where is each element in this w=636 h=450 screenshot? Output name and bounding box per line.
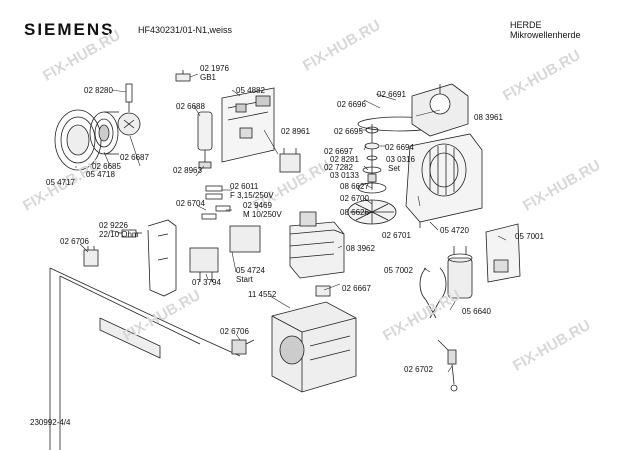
part-label: 02 8280 [84,86,113,95]
model-number: HF430231/01-N1,weiss [138,25,233,35]
blower-fan [405,133,483,228]
part-label: 02 6702 [404,365,433,374]
motor-shaft-stack [357,124,387,194]
part-label: 05 6640 [462,307,491,316]
part-label: 02 6706 [60,237,89,246]
part-label: 02 6701 [382,231,411,240]
part-label: 08 3962 [346,244,375,253]
part-label: 02 6691 [377,90,406,99]
part-label: 03 0133 [330,171,359,180]
connector [83,246,99,267]
hv-diode [437,339,458,392]
part-label: M 10/250V [243,210,282,219]
part-label: 02 9226 [99,221,128,230]
part-label: 11 4552 [248,290,277,299]
part-label: 05 4720 [440,226,469,235]
relay [279,148,301,173]
part-label: 02 6685 [92,162,121,171]
microswitch-bracket [485,223,521,283]
part-label: 08 6627 [340,182,369,191]
lamp-glass-cover [54,109,102,171]
part-label: 08 6626 [340,208,369,217]
capacitor [197,111,213,169]
part-label: 02 6694 [385,143,414,152]
part-label: 02 9469 [243,201,272,210]
magnetron [289,211,345,279]
part-label: Start [236,275,253,284]
part-label: 05 4718 [86,170,115,179]
part-label: 02 6696 [337,100,366,109]
part-label: 05 7001 [515,232,544,241]
part-label: 03 0316 [386,155,415,164]
transformer [271,301,357,393]
lamp-socket [117,83,141,136]
fuse-m10 [201,205,231,220]
part-label: 02 6706 [220,327,249,336]
leader-lines [75,73,507,373]
category-subtitle: Mikrowellenherde [510,30,581,40]
part-label: Set [388,164,401,173]
part-label: 02 6667 [342,284,371,293]
part-label: 02 1976 [200,64,229,73]
category-title: HERDE [510,20,542,30]
part-label: 02 6704 [176,199,205,208]
capacitor-clip [419,267,447,319]
part-label: 02 6687 [120,153,149,162]
part-label: 02 6695 [334,127,363,136]
part-label: 02 8961 [281,127,310,136]
part-label: 05 4724 [236,266,265,275]
part-label: 02 7282 [324,163,353,172]
fuse-holder-gb1 [175,70,191,82]
thermostat [315,285,331,297]
control-board [221,87,275,163]
brand-logo: SIEMENS [24,20,115,39]
part-label: F 3,15/250V [230,191,274,200]
door-frame [49,267,241,450]
part-label: 22/10 Ohm [99,230,139,239]
door-switch-block [189,225,261,282]
mains-plug [231,339,255,355]
part-label: 02 6011 [230,182,259,191]
part-label: 02 6700 [340,194,369,203]
part-label: 05 4882 [236,86,265,95]
document-number: 230992-4/4 [30,418,71,427]
part-label: 07 3794 [192,278,221,287]
part-label: 02 6688 [176,102,205,111]
part-label: 02 8281 [330,155,359,164]
switch-bracket [147,219,177,297]
hv-capacitor [447,246,473,299]
part-label: 02 8963 [173,166,202,175]
part-label: 02 6697 [324,147,353,156]
part-label: 05 7002 [384,266,413,275]
lamp-reflector [89,111,119,155]
part-label: GB1 [200,73,217,82]
part-label: 05 4717 [46,178,75,187]
part-label: 08 3961 [474,113,503,122]
fuse-f315 [205,185,223,200]
